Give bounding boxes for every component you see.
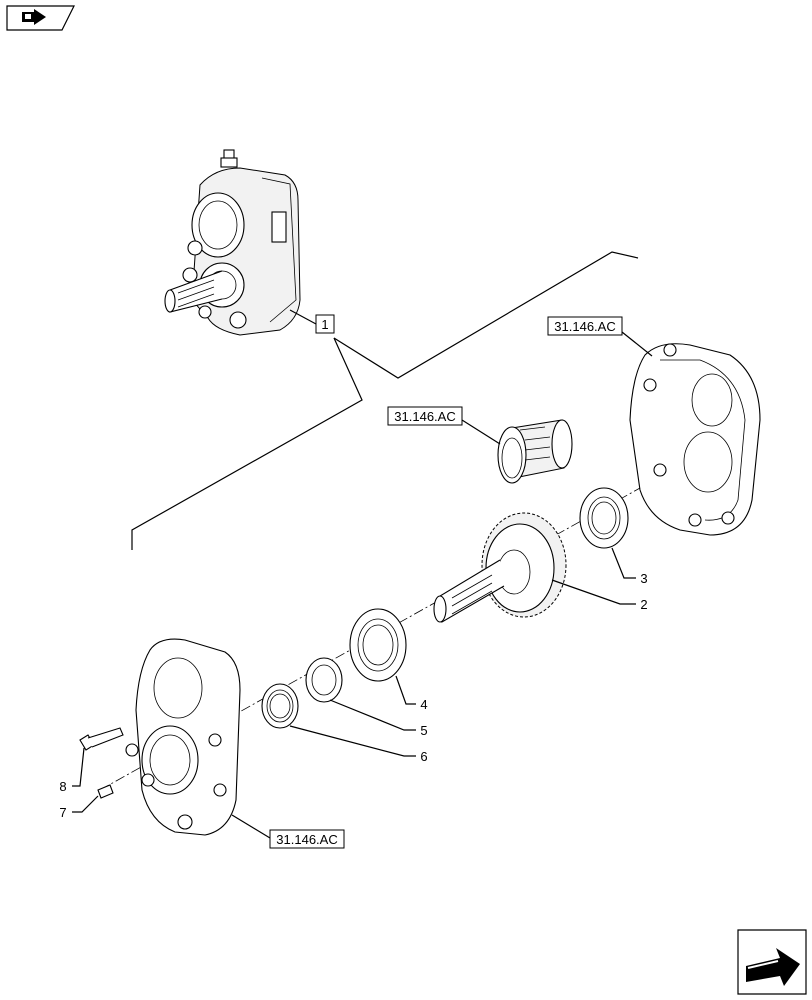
svg-text:8: 8: [59, 779, 66, 794]
next-page-arrow-icon[interactable]: [737, 929, 807, 995]
callout-assembly-label: 1: [321, 317, 328, 332]
svg-text:5: 5: [420, 723, 427, 738]
item-label-7: 7: [59, 795, 99, 820]
gearbox-cover: [125, 638, 241, 836]
gearbox-assembly: [164, 149, 301, 336]
gear-housing: [629, 343, 761, 536]
spacer-5: [305, 657, 343, 703]
bolt-8: [79, 727, 124, 751]
item-label-3: 3: [611, 547, 648, 586]
svg-text:7: 7: [59, 805, 66, 820]
callout-housing[interactable]: 31.146.AC: [547, 316, 653, 357]
gear-shaft-2: [433, 512, 567, 623]
dowel-pin-7: [97, 784, 114, 799]
svg-text:2: 2: [640, 597, 647, 612]
callout-sleeve-label: 31.146.AC: [394, 409, 455, 424]
seal-6: [261, 683, 299, 729]
item-label-8: 8: [59, 747, 85, 794]
item-label-6: 6: [289, 725, 428, 764]
svg-text:4: 4: [420, 697, 427, 712]
callout-cover-label: 31.146.AC: [276, 832, 337, 847]
item-label-5: 5: [329, 699, 428, 738]
assembly-bracket: [131, 251, 639, 550]
svg-text:3: 3: [640, 571, 647, 586]
bearing-3: [579, 487, 629, 549]
callout-assembly[interactable]: 1: [289, 309, 335, 334]
item-label-4: 4: [395, 675, 428, 712]
callout-box: [315, 314, 335, 334]
svg-text:6: 6: [420, 749, 427, 764]
item-labels: 2 3 4 5 6 7 8: [59, 547, 648, 820]
splined-sleeve: [497, 419, 573, 484]
callout-cover[interactable]: 31.146.AC: [231, 814, 345, 849]
back-arrow-icon[interactable]: [6, 5, 75, 31]
callout-housing-label: 31.146.AC: [554, 319, 615, 334]
bearing-4: [349, 608, 407, 682]
item-label-2: 2: [551, 579, 648, 612]
callout-sleeve[interactable]: 31.146.AC: [387, 406, 501, 445]
